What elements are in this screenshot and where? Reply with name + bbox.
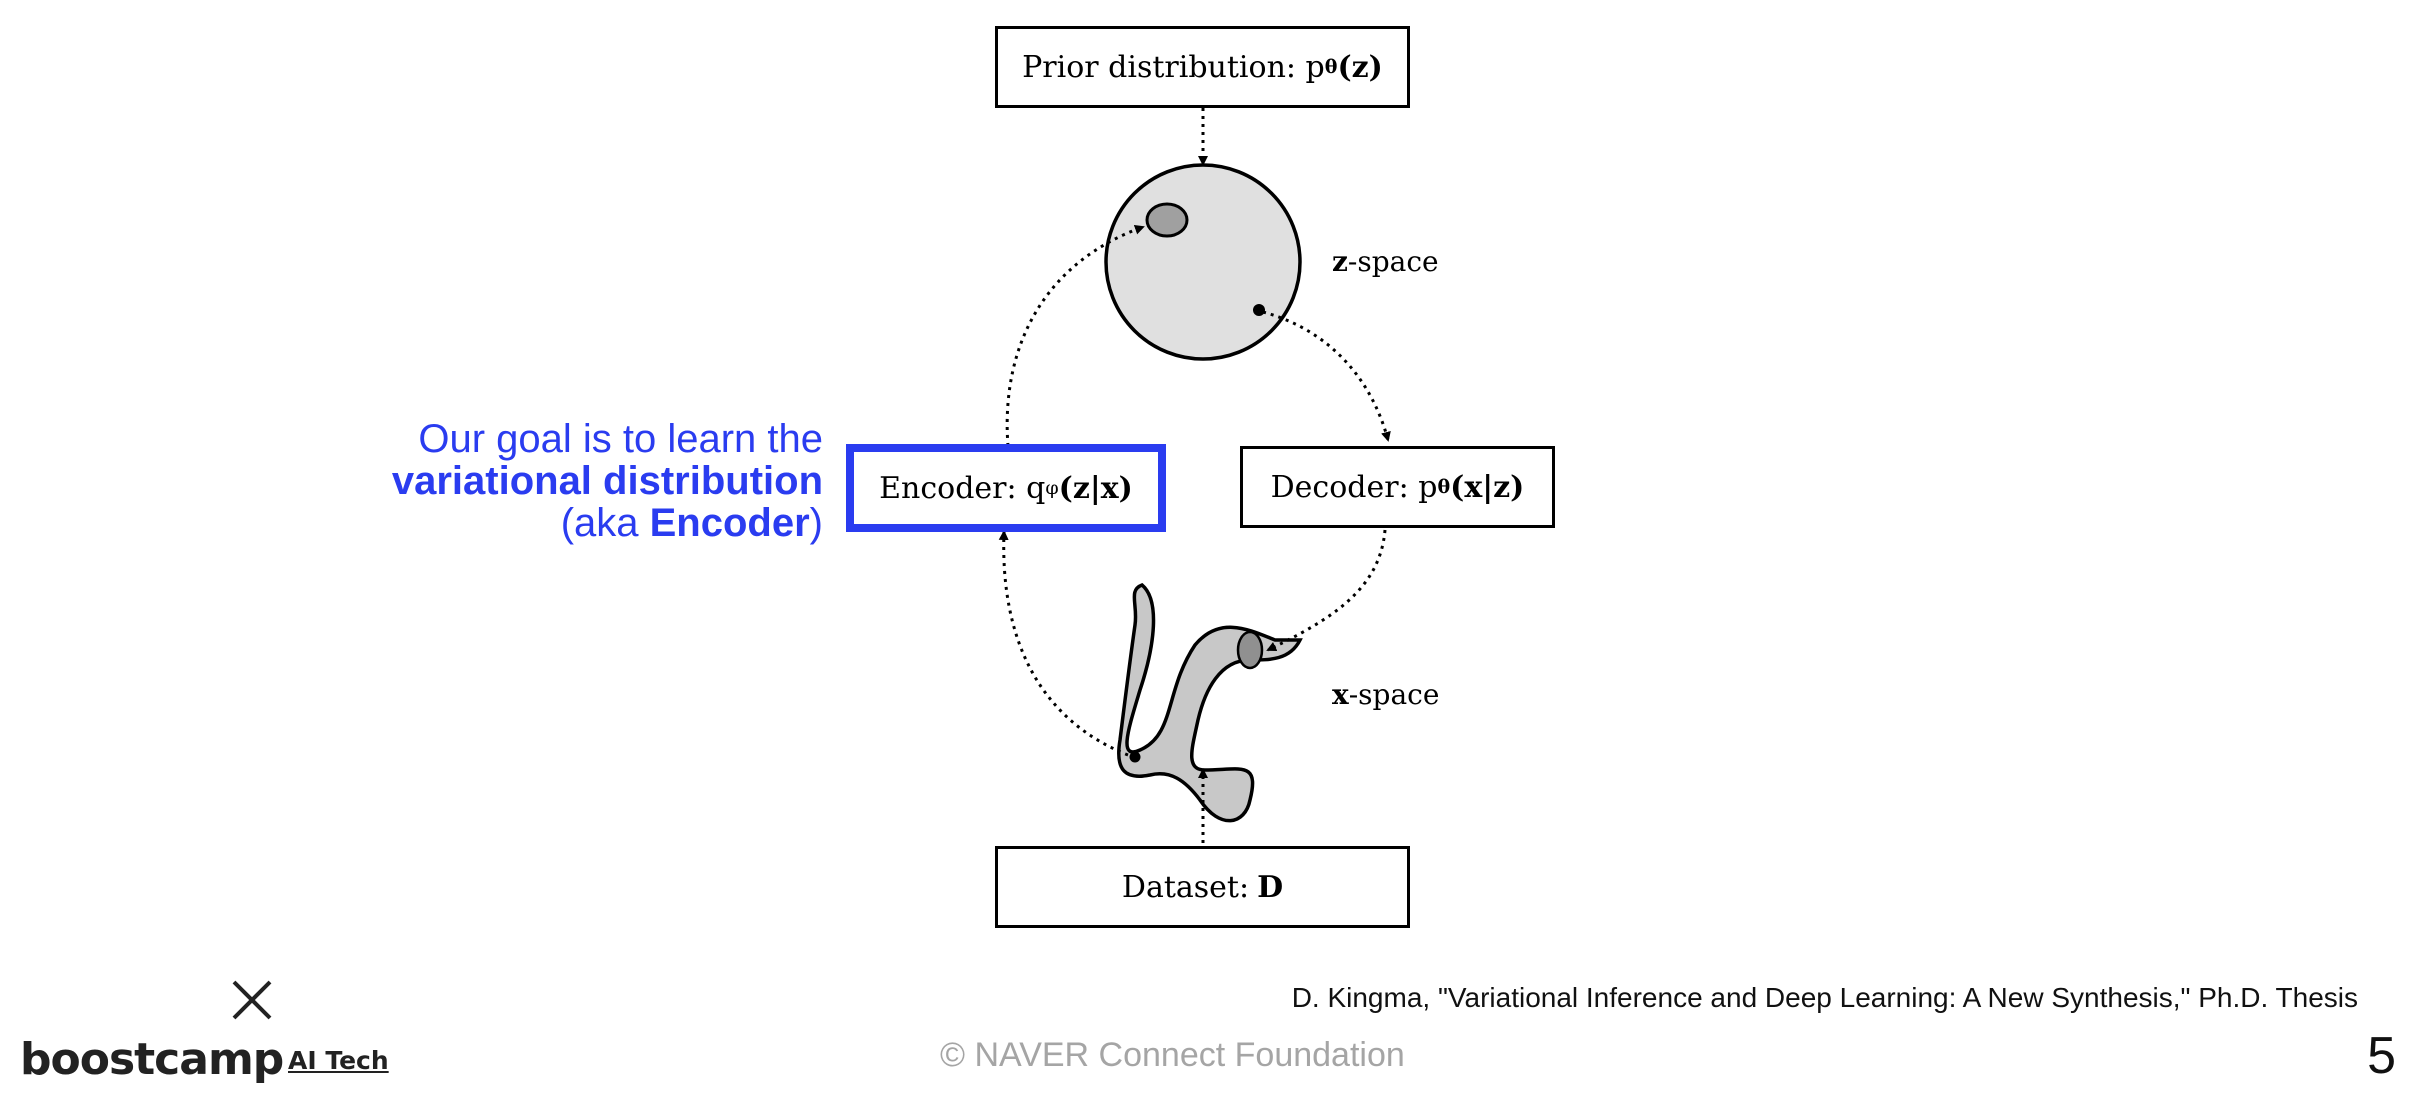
arrow-xspace-to-encoder	[998, 530, 1129, 757]
logo-subtitle: AI Tech	[288, 1046, 389, 1075]
arrow-decoder-to-xspace	[1266, 529, 1387, 652]
decoder-box-label: Decoder: p	[1270, 469, 1438, 505]
z-space-sphere	[1104, 163, 1302, 361]
arrow-encoder-to-zspace	[1005, 224, 1145, 447]
encoder-box-param: φ	[1045, 477, 1059, 499]
z-space-text: -space	[1347, 245, 1439, 278]
goal-annotation: Our goal is to learn the variational dis…	[392, 418, 823, 544]
logo-wordmark: boostcamp	[20, 1034, 284, 1085]
x-space-manifold	[1117, 583, 1303, 823]
x-space-data-point	[1129, 751, 1141, 763]
goal-line-3-prefix: (aka	[560, 501, 650, 545]
page-number: 5	[2367, 1027, 2396, 1085]
citation: D. Kingma, "Variational Inference and De…	[1291, 982, 2358, 1013]
goal-line-3-bold: Encoder	[649, 501, 810, 545]
x-space-generated-region	[1236, 630, 1264, 670]
goal-line-3: (aka Encoder)	[392, 502, 823, 544]
prior-box-param: θ	[1324, 56, 1338, 78]
z-space-posterior-region	[1145, 202, 1189, 238]
decoder-box-param: θ	[1437, 476, 1451, 498]
encoder-box-label: Encoder: q	[879, 470, 1046, 506]
arrow-zspace-to-decoder	[1262, 310, 1391, 442]
decoder-box-arg: (x|z)	[1450, 469, 1525, 505]
copyright: © NAVER Connect Foundation	[940, 1036, 1405, 1074]
encoder-box-arg: (z|x)	[1058, 470, 1133, 506]
goal-line-1: Our goal is to learn the	[418, 417, 823, 461]
dataset-box-label: Dataset:	[1121, 869, 1250, 905]
prior-box-arg: (z)	[1337, 49, 1383, 85]
prior-box-label: Prior distribution: p	[1022, 49, 1325, 85]
goal-line-2: variational distribution	[391, 459, 823, 503]
z-space-symbol: z	[1332, 245, 1348, 278]
dataset-box-symbol: D	[1257, 869, 1284, 905]
dataset-box: Dataset: D	[995, 846, 1410, 928]
z-space-label: z-space	[1332, 245, 1439, 278]
goal-line-3-suffix: )	[809, 501, 823, 545]
x-mark-icon	[232, 980, 272, 1020]
boostcamp-logo: boostcamp AI Tech	[20, 978, 400, 1088]
x-space-label: x-space	[1332, 678, 1439, 711]
z-space-sample-point	[1253, 304, 1265, 316]
x-space-symbol: x	[1332, 678, 1349, 711]
x-space-text: -space	[1348, 678, 1440, 711]
